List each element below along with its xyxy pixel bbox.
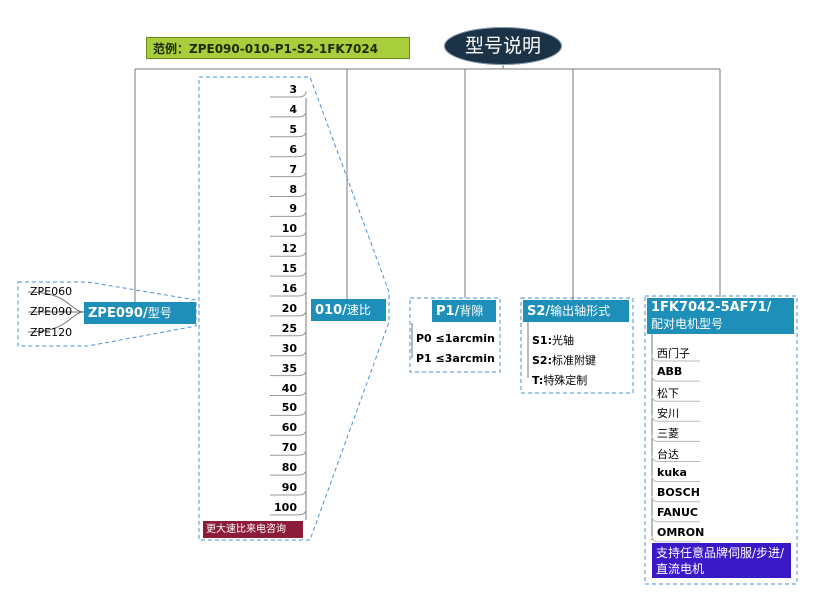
ratio-option: 70: [281, 441, 297, 455]
model-category: ZPE090/型号: [84, 302, 196, 324]
motor-brand-option: BOSCH: [657, 485, 700, 499]
shaft-option-code: S2:: [532, 354, 552, 367]
ratio-option: 8: [289, 182, 297, 196]
motor-branch-line: [651, 495, 700, 503]
ratio-branch-line: [270, 170, 307, 178]
motor-brand-option: 三菱: [657, 427, 679, 441]
ratio-label: 010/: [315, 303, 347, 318]
ratio-branch-line: [270, 309, 307, 317]
example-model-code: 范例：ZPE090-010-P1-S2-1FK7024: [146, 37, 410, 59]
ratio-branch-line: [270, 90, 307, 98]
motor-brand-option: OMRON: [657, 525, 705, 539]
ratio-category: 010/速比: [311, 299, 386, 321]
model-option: ZPE120: [30, 326, 73, 339]
model-label-cn: 型号: [147, 306, 172, 320]
ratio-branch-line: [270, 449, 307, 456]
model-option: ZPE060: [30, 285, 73, 298]
ratio-branch-line: [270, 190, 307, 197]
ratio-branch-line: [270, 369, 307, 377]
ratio-branch-line: [270, 289, 307, 297]
model-option: ZPE090: [30, 305, 73, 318]
ratio-branch-line: [270, 210, 307, 217]
ratio-branch-line: [270, 230, 307, 237]
shaft-label-cn: 输出轴形式: [550, 304, 611, 318]
ratio-option: 30: [281, 341, 297, 355]
motor-category: 1FK7042-5AF71/ 配对电机型号: [647, 298, 794, 334]
motor-brand-option: kuka: [657, 465, 687, 479]
ratio-branch-line: [270, 488, 307, 496]
shaft-label: S2/: [527, 304, 551, 319]
ratio-option: 80: [281, 461, 297, 475]
page-title: 型号说明: [444, 27, 562, 65]
shaft-option-text: 特殊定制: [543, 374, 588, 387]
ratio-inquiry-note: 更大速比来电咨询: [203, 521, 303, 538]
motor-branch-line: [651, 395, 700, 402]
shaft-option-code: T:: [532, 374, 544, 387]
ratio-option: 90: [281, 481, 297, 494]
motor-branch-line: [651, 535, 700, 543]
ratio-branch-line: [270, 409, 307, 416]
backlash-category: P1/背隙: [432, 300, 496, 322]
motor-brand-option: FANUC: [657, 505, 698, 519]
motor-branch-line: [651, 375, 700, 382]
motor-branch-line: [651, 455, 700, 462]
ratio-option: 7: [289, 162, 297, 176]
motor-brand-option: 台达: [657, 447, 679, 461]
ratio-branch-line: [270, 349, 307, 357]
ratio-option: 20: [281, 301, 297, 315]
shaft-option-text: 光轴: [551, 334, 574, 347]
ratio-option: 100: [274, 500, 297, 514]
ratio-branch-line: [270, 110, 307, 118]
motor-support-note: 支持任意品牌伺服/步进/直流电机: [652, 543, 791, 578]
ratio-option: 5: [289, 122, 297, 136]
motor-branch-line: [651, 354, 700, 362]
ratio-branch-line: [270, 508, 307, 516]
ratio-option: 12: [281, 242, 297, 256]
shaft-option-code: S1:: [532, 334, 552, 347]
shaft-option: T:特殊定制: [532, 372, 587, 388]
ratio-option: 50: [281, 401, 297, 415]
motor-branch-line: [651, 515, 700, 523]
ratio-option: 16: [281, 282, 297, 295]
ratio-option: 15: [281, 262, 297, 276]
ratio-branch-line: [270, 429, 307, 436]
model-label: ZPE090/: [88, 306, 148, 321]
ratio-label-cn: 速比: [346, 303, 371, 317]
ratio-option: 3: [289, 83, 297, 96]
ratio-branch-line: [270, 250, 307, 257]
shaft-category: S2/输出轴形式: [523, 300, 629, 322]
motor-brand-option: 西门子: [657, 347, 690, 360]
ratio-option: 25: [281, 321, 297, 335]
ratio-option: 4: [289, 102, 297, 116]
backlash-label-cn: 背隙: [459, 304, 484, 318]
ratio-option: 60: [281, 421, 297, 435]
motor-label: 1FK7042-5AF71/: [651, 300, 772, 315]
shaft-option-text: 标准附键: [551, 354, 596, 367]
ratio-branch-line: [270, 469, 307, 476]
motor-branch-line: [651, 475, 700, 483]
ratio-branch-line: [270, 130, 307, 138]
shaft-option: S2:标准附键: [532, 352, 596, 368]
ratio-option: 9: [289, 202, 297, 216]
ratio-branch-line: [270, 270, 307, 277]
ratio-branch-line: [270, 329, 307, 337]
motor-brand-option: ABB: [657, 365, 683, 379]
motor-branch-line: [651, 415, 700, 422]
shaft-option: S1:光轴: [532, 332, 574, 348]
backlash-option: P0 ≤1arcmin: [416, 332, 495, 345]
backlash-label: P1/: [436, 304, 460, 319]
motor-label-cn: 配对电机型号: [651, 317, 724, 331]
motor-branch-line: [651, 435, 700, 442]
motor-brand-option: 松下: [657, 387, 679, 401]
ratio-branch-line: [270, 389, 307, 396]
motor-brand-option: 安川: [657, 407, 679, 421]
ratio-branch-line: [270, 150, 307, 158]
ratio-option: 40: [281, 381, 297, 395]
ratio-option: 10: [281, 222, 297, 236]
ratio-option: 35: [281, 361, 297, 375]
backlash-option: P1 ≤3arcmin: [416, 352, 495, 365]
ratio-option: 6: [289, 142, 297, 156]
